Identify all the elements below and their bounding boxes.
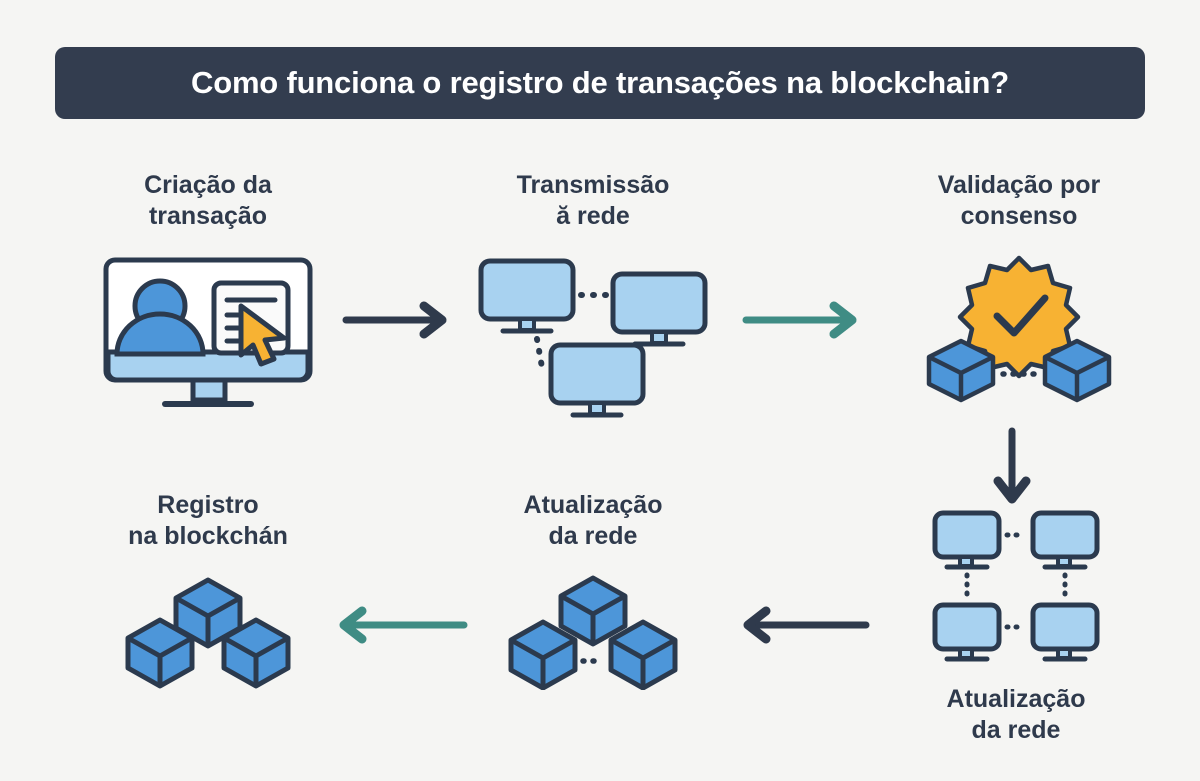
monitor-node: [548, 342, 646, 418]
arrow-step3-to-step4: [988, 427, 1036, 512]
step-1-label: Criação da transação: [144, 171, 272, 230]
title-banner: Como funciona o registro de transações n…: [55, 47, 1145, 119]
step-3-label: Validação por consenso: [937, 171, 1101, 230]
cube-icon: [558, 575, 628, 647]
monitor-network-icon: [468, 245, 718, 425]
step-transmissao-a-rede: Transmissão ă rede: [468, 170, 718, 425]
step-validacao-por-consenso: Validação por consenso: [888, 170, 1150, 409]
arrow-step2-to-step3: [742, 298, 862, 347]
monitor-node: [1030, 510, 1100, 569]
monitor-grid-icon: [885, 505, 1147, 670]
step-5-label: Atualização da rede: [523, 491, 663, 550]
step-atualizacao-da-rede-cubes: Atualização da rede: [468, 490, 718, 691]
cube-icon: [508, 619, 578, 690]
cube-icon: [125, 617, 195, 688]
step-criacao-da-transacao: Criação da transação: [88, 170, 328, 419]
gear-icon: [957, 255, 1081, 379]
user-computer-icon: [88, 249, 328, 419]
cubes-stack-icon: [88, 569, 328, 694]
step-registro-na-blockchain: Registro na blockchán: [88, 490, 328, 694]
gear-check-cubes-icon: [888, 249, 1150, 409]
step-2-label: Transmissão ă rede: [516, 171, 670, 230]
step-4-label: Atualização da rede: [946, 685, 1086, 744]
arrow-step1-to-step2: [342, 298, 452, 347]
cube-icon: [608, 619, 678, 690]
cube-icon: [221, 617, 291, 688]
monitor-node: [932, 602, 1002, 661]
step-atualizacao-da-rede-grid: Atualização da rede: [885, 505, 1147, 745]
cube-icon: [1042, 338, 1112, 403]
cube-icon: [926, 338, 996, 403]
arrow-step4-to-step5: [738, 603, 870, 652]
monitor-node: [610, 271, 708, 347]
monitor-node: [1030, 602, 1100, 661]
page-title: Como funciona o registro de transações n…: [191, 65, 1009, 100]
cubes-network-icon: [468, 571, 718, 691]
step-6-label: Registro na blockchán: [128, 491, 288, 550]
monitor-node: [478, 258, 576, 334]
arrow-step5-to-step6: [334, 603, 468, 652]
monitor-node: [932, 510, 1002, 569]
